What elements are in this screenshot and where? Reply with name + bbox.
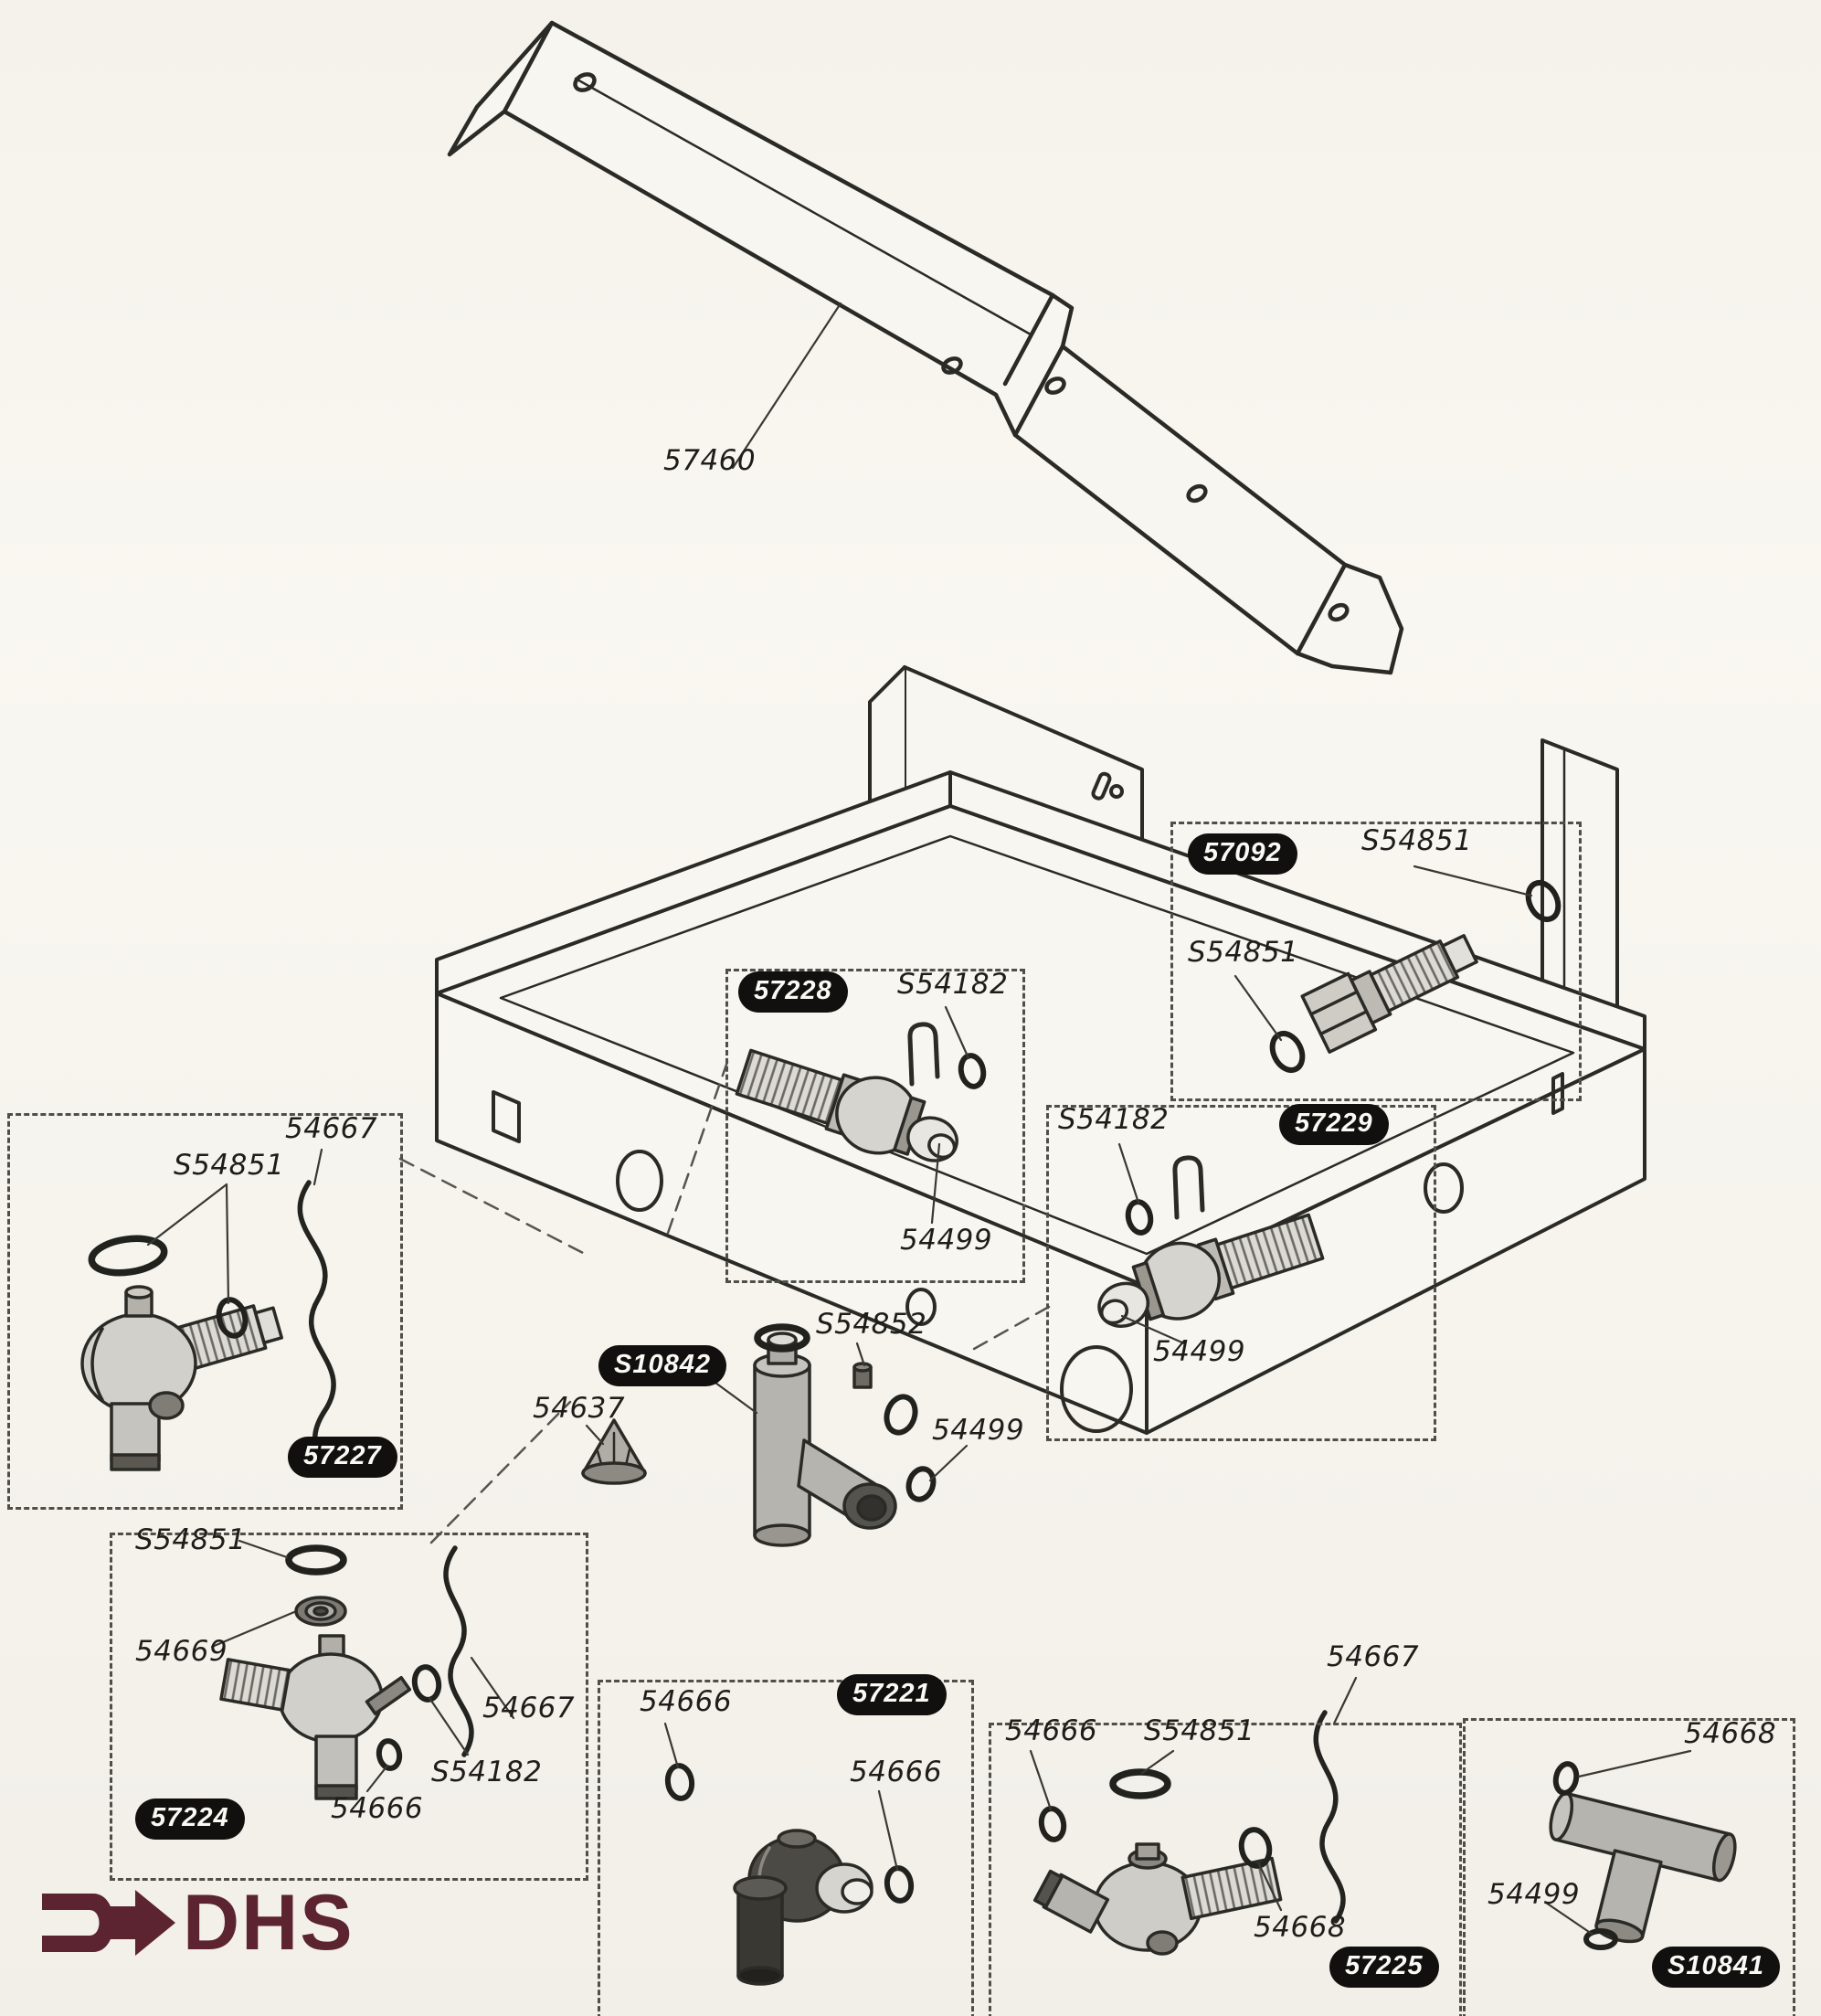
label-strainer-54637: 54637 bbox=[533, 1392, 626, 1425]
label-54499-57229: 54499 bbox=[1153, 1335, 1246, 1368]
label-s54851-57225: S54851 bbox=[1144, 1714, 1255, 1747]
group-tag-s10842: S10842 bbox=[598, 1345, 726, 1386]
dhs-logo-text: DHS bbox=[183, 1879, 355, 1967]
group-tag-57224: 57224 bbox=[135, 1798, 245, 1840]
label-54669-57224: 54669 bbox=[135, 1635, 228, 1668]
bracket-57460-art bbox=[447, 20, 1404, 675]
label-54666-57221-right: 54666 bbox=[850, 1756, 943, 1788]
tee-s10842-art bbox=[753, 1323, 937, 1547]
label-s54851-57092-left: S54851 bbox=[1188, 936, 1299, 969]
dhs-logo-arrows-icon bbox=[42, 1890, 175, 1956]
label-bracket-57460: 57460 bbox=[663, 444, 757, 477]
group-tag-57228: 57228 bbox=[738, 971, 848, 1013]
label-54667-57225: 54667 bbox=[1327, 1640, 1420, 1673]
group-tag-57227: 57227 bbox=[288, 1437, 397, 1478]
label-54499-57228: 54499 bbox=[900, 1224, 993, 1257]
valve-57225-art bbox=[1032, 1710, 1346, 1956]
label-s54182-57228: S54182 bbox=[897, 968, 1009, 1001]
strainer-54637-art bbox=[581, 1418, 647, 1485]
label-s54851-57224: S54851 bbox=[135, 1523, 247, 1556]
group-tag-57229: 57229 bbox=[1279, 1104, 1389, 1145]
label-54668-57225: 54668 bbox=[1254, 1911, 1347, 1944]
valve-57229-art bbox=[1097, 1155, 1325, 1328]
leader-lines bbox=[146, 302, 1692, 1936]
label-54499-s10841: 54499 bbox=[1488, 1878, 1581, 1911]
valve-57227-art bbox=[80, 1180, 336, 1471]
valve-57224-art bbox=[219, 1544, 474, 1800]
group-box-57227 bbox=[7, 1113, 403, 1510]
group-box-57092 bbox=[1170, 822, 1582, 1101]
label-54666-57225: 54666 bbox=[1005, 1714, 1098, 1747]
label-54666-57221-left: 54666 bbox=[640, 1685, 733, 1718]
tee-s10841-art bbox=[1549, 1761, 1737, 1950]
valve-57092-art bbox=[1269, 880, 1562, 1073]
grommet-s54852-art bbox=[852, 1362, 873, 1389]
group-box-57224 bbox=[110, 1533, 588, 1881]
label-s54851-57227: S54851 bbox=[174, 1149, 285, 1182]
group-box-s10841 bbox=[1463, 1718, 1795, 2016]
dhs-logo: DHS bbox=[37, 1877, 355, 1968]
group-tag-57225: 57225 bbox=[1329, 1947, 1439, 1988]
label-54667-57224: 54667 bbox=[482, 1692, 576, 1724]
group-box-57229 bbox=[1046, 1105, 1436, 1441]
group-box-57221 bbox=[598, 1680, 974, 2016]
label-54499-centre: 54499 bbox=[932, 1414, 1025, 1447]
label-s54182-57224: S54182 bbox=[431, 1756, 543, 1788]
label-54666-57224: 54666 bbox=[331, 1792, 424, 1825]
label-s54851-57092-right: S54851 bbox=[1361, 824, 1473, 857]
group-tag-s10841: S10841 bbox=[1652, 1947, 1780, 1988]
group-tag-57092: 57092 bbox=[1188, 833, 1297, 875]
label-s54182-57229: S54182 bbox=[1058, 1103, 1170, 1136]
construction-lines bbox=[398, 1060, 1051, 1544]
valve-57228-art bbox=[735, 1022, 987, 1162]
label-54667-57227: 54667 bbox=[285, 1112, 378, 1145]
chassis-art bbox=[435, 665, 1646, 1435]
group-tag-57221: 57221 bbox=[837, 1674, 947, 1715]
group-box-57225 bbox=[989, 1723, 1462, 2016]
group-box-57228 bbox=[725, 969, 1025, 1283]
label-54668-s10841: 54668 bbox=[1684, 1717, 1777, 1750]
label-grommet-s54852: S54852 bbox=[816, 1308, 927, 1341]
valve-57221-art bbox=[664, 1763, 915, 1986]
